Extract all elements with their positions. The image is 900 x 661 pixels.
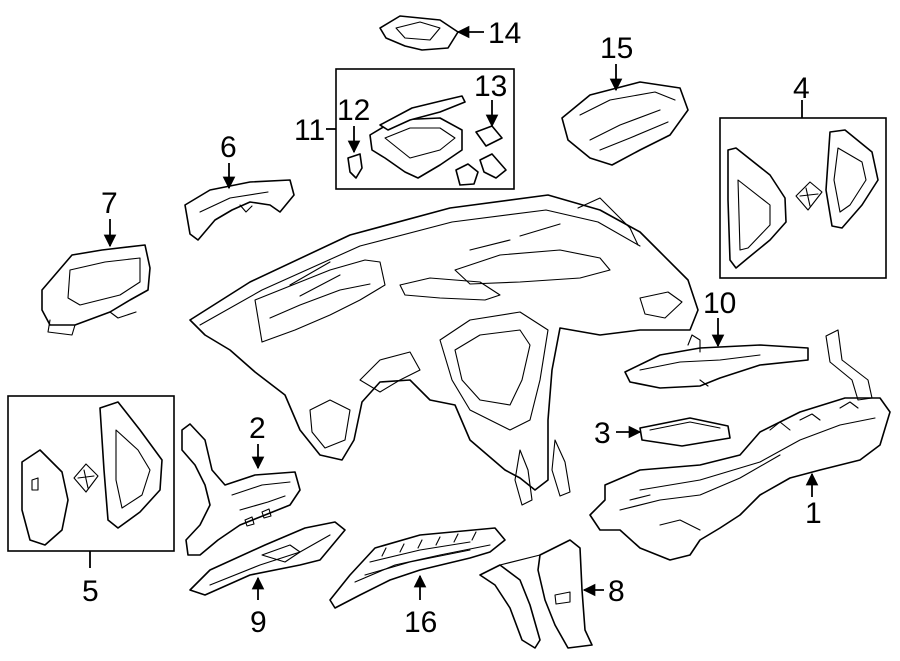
callout-12: 12 [337, 94, 370, 127]
part-8-console-bracket [479, 539, 593, 649]
part-3-pad [639, 417, 731, 447]
part-2-bracket [181, 423, 301, 556]
callout-14: 14 [488, 17, 521, 50]
part-15-airbag [561, 81, 689, 166]
callout-11: 11 [294, 114, 325, 147]
part-1-carrier [589, 329, 891, 561]
callout-5: 5 [82, 575, 99, 608]
part-7-cluster-housing [41, 244, 151, 336]
callout-6: 6 [220, 131, 237, 164]
part-14-tray [379, 15, 459, 51]
leader-arrows [89, 25, 819, 600]
callout-15: 15 [600, 32, 633, 65]
part-6-bezel [184, 179, 295, 241]
callout-labels: 1 2 3 4 5 6 7 8 9 10 11 12 13 14 15 16 [82, 17, 822, 639]
callout-7: 7 [101, 187, 118, 220]
callout-8: 8 [608, 575, 625, 608]
callout-3: 3 [594, 417, 611, 450]
callout-4: 4 [793, 72, 810, 105]
part-11-storage-assembly [335, 68, 515, 190]
part-5-end-cap [7, 395, 175, 552]
part-4-end-cap [719, 117, 887, 279]
part-9-lower-trim [189, 521, 346, 596]
callout-9: 9 [250, 606, 267, 639]
part-16-glove-box [329, 527, 506, 609]
callout-10: 10 [703, 287, 736, 320]
part-10-shelf [624, 334, 809, 389]
callout-13: 13 [474, 70, 507, 103]
instrument-panel [189, 194, 699, 506]
callout-2: 2 [249, 412, 266, 445]
callout-1: 1 [805, 497, 822, 530]
callout-16: 16 [404, 606, 437, 639]
